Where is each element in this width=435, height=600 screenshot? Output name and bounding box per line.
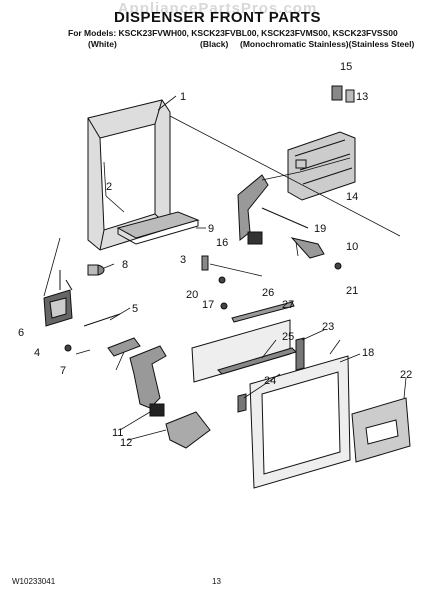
part-front-panel [249,355,351,489]
callout-18: 18 [362,347,374,359]
callout-2: 2 [106,181,112,193]
callout-12: 12 [120,437,132,449]
part-link [261,207,309,229]
callout-17: 17 [202,299,214,311]
part-lever [129,345,167,417]
callout-8: 8 [122,259,128,271]
page-number: 13 [212,577,221,586]
callout-15: 15 [340,61,352,73]
leader-lines [43,95,407,441]
callout-3: 3 [180,254,186,266]
part-housing [87,99,171,251]
callout-16: 16 [216,237,228,249]
variant-white: (White) [88,39,117,49]
variant-black: (Black) [200,39,229,49]
callout-7: 7 [60,365,66,377]
part-drip-tray [116,211,200,245]
callout-23: 23 [322,321,334,333]
part-fastener-17 [218,276,226,284]
model-list: For Models: KSCK23FVWH00, KSCK23FVBL00, … [68,28,398,38]
part-water-actuator [290,237,325,259]
page-title: DISPENSER FRONT PARTS [114,9,321,26]
part-fastener-21 [334,262,342,270]
part-screw [220,301,295,323]
part-panel-plate [191,319,305,413]
part-fastener-4 [64,344,72,352]
callout-22: 22 [400,369,412,381]
callout-24: 24 [264,375,276,387]
callout-19: 19 [314,223,326,235]
part-cover-panel [351,397,411,463]
callout-11: 11 [112,427,123,439]
callout-13: 13 [356,91,368,103]
callout-20: 20 [186,289,198,301]
part-bracket [107,337,141,357]
part-ice-actuator [237,174,269,245]
watermark-text: AppliancePartsPros.com [117,0,318,17]
callout-26: 26 [262,287,274,299]
callout-27: 27 [282,299,294,311]
part-rod-5 [83,313,121,327]
part-solenoid [87,264,105,276]
doc-number: W10233041 [12,577,56,586]
callout-25: 25 [282,331,294,343]
callout-1: 1 [180,91,186,103]
part-switch [331,85,355,103]
part-fastener-3 [201,255,209,271]
callout-5: 5 [132,303,138,315]
callout-14: 14 [346,191,358,203]
callout-21: 21 [346,285,358,297]
part-switch-assembly [43,270,73,327]
part-chute-cover [165,411,211,449]
variant-stainless: (Monochromatic Stainless)(Stainless Stee… [240,39,415,49]
callout-9: 9 [208,223,214,235]
callout-4: 4 [34,347,40,359]
callout-6: 6 [18,327,24,339]
callout-10: 10 [346,241,358,253]
